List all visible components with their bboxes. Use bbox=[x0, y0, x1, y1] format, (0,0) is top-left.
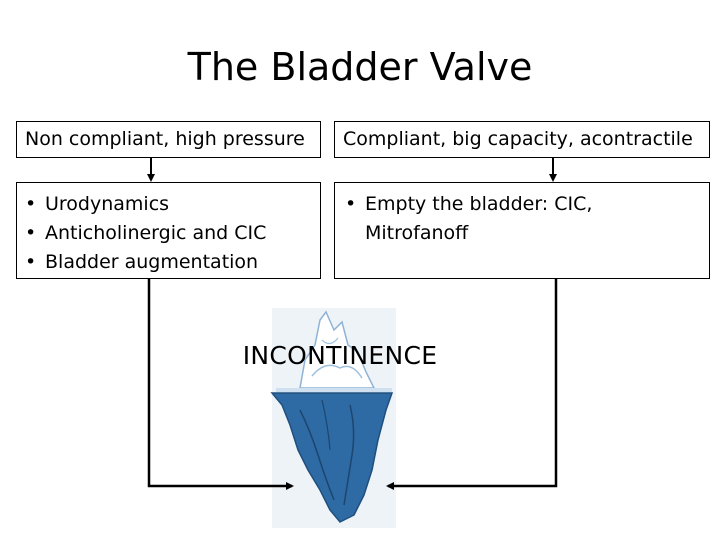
incontinence-label: INCONTINENCE bbox=[200, 339, 480, 373]
right-to-incontinence-arrow bbox=[388, 279, 556, 486]
left-to-incontinence-arrow bbox=[149, 279, 292, 486]
